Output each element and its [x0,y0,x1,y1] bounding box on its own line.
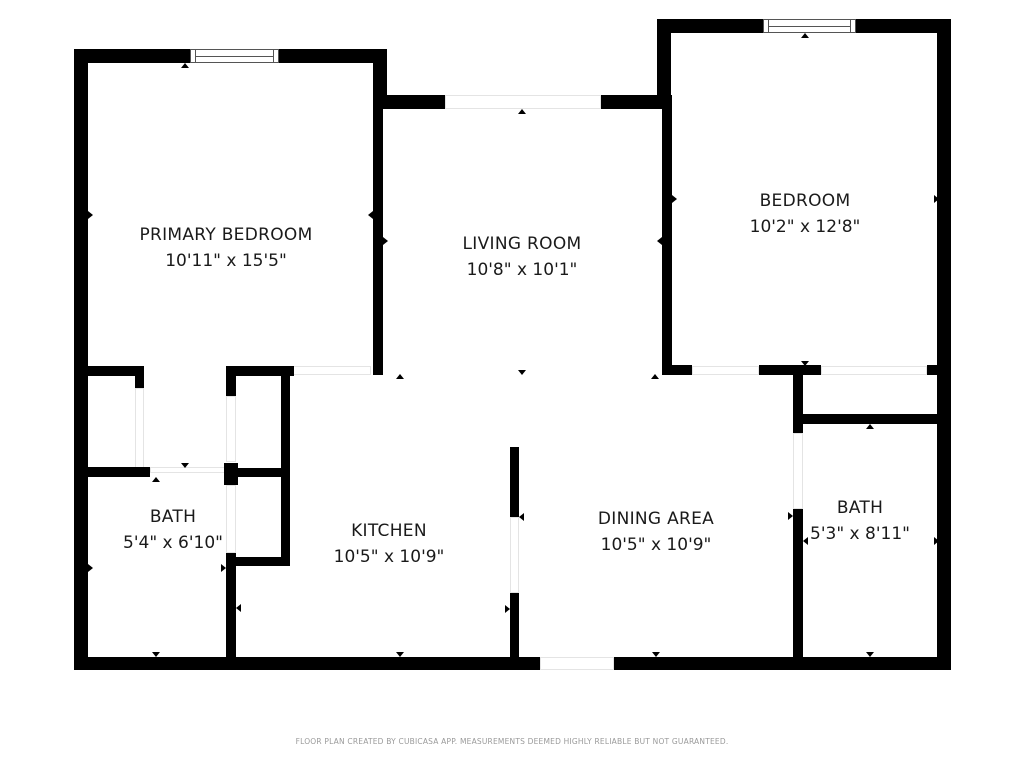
wall-north-living-right [601,95,671,109]
wall-bedroom-west [662,95,672,375]
room-dimensions: 10'8" x 10'1" [466,260,578,280]
room-label-bath-1: BATH 5'4" x 6'10" [123,504,223,556]
room-label-primary-bedroom: PRIMARY BEDROOM 10'11" x 15'5" [139,222,312,274]
opening-kitchen-dining [510,517,519,593]
marker-icon [801,33,809,38]
wall-closet-east-stub [135,366,144,388]
wall-bath1-east [226,553,236,663]
marker-icon [396,374,404,379]
room-dimensions: 10'5" x 10'9" [333,547,445,567]
window-primary-bedroom [190,49,279,63]
room-name: BEDROOM [759,191,851,211]
wall-kitchen-dining-upper [510,447,519,517]
room-dimensions: 5'4" x 6'10" [123,533,223,553]
marker-icon [152,652,160,657]
marker-icon [934,537,939,545]
marker-icon [672,195,677,203]
room-dimensions: 10'11" x 15'5" [165,251,287,271]
opening-closet-bedroom [821,366,927,375]
wall-pantry-west-stub [226,366,236,396]
marker-icon [181,63,189,68]
wall-bath1-north-left [80,467,150,477]
marker-icon [88,564,93,572]
wall-pantry-east [281,366,290,566]
marker-icon [236,604,241,612]
wall-north-bedroom-right [856,19,951,33]
opening-pantry-lower [226,485,236,553]
wall-south-exterior-right [614,657,951,670]
wall-east-exterior [937,19,951,670]
wall-south-exterior-left [74,657,540,670]
marker-icon [396,652,404,657]
wall-bath2-west-lower [793,509,803,664]
room-label-bath-2: BATH 5'3" x 8'11" [810,495,910,547]
room-dimensions: 10'2" x 12'8" [749,217,861,237]
wall-north-primary-bedroom-right [279,49,387,63]
opening-pantry-upper [226,396,236,462]
disclaimer-footer: FLOOR PLAN CREATED BY CUBICASA APP. MEAS… [295,737,729,746]
wall-primary-bedroom-east-upper [373,49,387,109]
marker-icon [866,652,874,657]
room-name: KITCHEN [351,521,427,541]
marker-icon [651,374,659,379]
marker-icon [505,605,510,613]
opening-closet-left [135,388,144,468]
window-bedroom [763,19,856,33]
marker-icon [518,370,526,375]
marker-icon [518,109,526,114]
wall-bedroom-south-left [662,365,692,375]
wall-pantry-south [226,557,290,566]
room-name: LIVING ROOM [462,234,582,254]
room-name: DINING AREA [597,509,715,529]
wall-bedroom-south-right [927,365,939,375]
marker-icon [934,195,939,203]
marker-icon [652,652,660,657]
wall-kitchen-dining-lower [510,593,519,663]
wall-pantry-north [226,366,294,376]
marker-icon [88,211,93,219]
opening-bath2-door [793,433,803,509]
room-dimensions: 5'3" x 8'11" [810,524,910,544]
marker-icon [866,424,874,429]
wall-north-living-left [373,95,445,109]
wall-pantry-mid [226,468,290,477]
room-label-living-room: LIVING ROOM 10'8" x 10'1" [463,231,582,283]
wall-closet-north [80,366,144,376]
opening-bedroom-south [692,366,759,375]
marker-icon [383,237,388,245]
marker-icon [657,237,662,245]
marker-icon [801,361,809,366]
marker-icon [368,211,373,219]
room-name: BATH [149,507,197,527]
opening-dining-south [540,657,614,670]
opening-living-north [445,95,601,109]
wall-north-bedroom-left [657,19,763,33]
room-label-bedroom: BEDROOM 10'2" x 12'8" [750,188,861,240]
opening-primary-bedroom-south [292,366,371,375]
marker-icon [788,512,793,520]
wall-west-exterior [74,49,88,670]
wall-primary-bedroom-east [373,95,383,375]
marker-icon [519,513,524,521]
marker-icon [181,463,189,468]
room-name: BATH [836,498,884,518]
wall-bath2-north [793,414,939,424]
wall-bath2-west-upper [793,365,803,433]
wall-north-primary-bedroom-left [74,49,190,63]
room-label-kitchen: KITCHEN 10'5" x 10'9" [334,518,445,570]
marker-icon [152,477,160,482]
room-dimensions: 10'5" x 10'9" [600,535,712,555]
wall-bedroom-south-mid [759,365,821,375]
marker-icon [221,564,226,572]
room-name: PRIMARY BEDROOM [139,225,313,245]
room-label-dining-area: DINING AREA 10'5" x 10'9" [598,506,714,558]
marker-icon [803,537,808,545]
wall-bedroom-west-upper [657,19,671,109]
